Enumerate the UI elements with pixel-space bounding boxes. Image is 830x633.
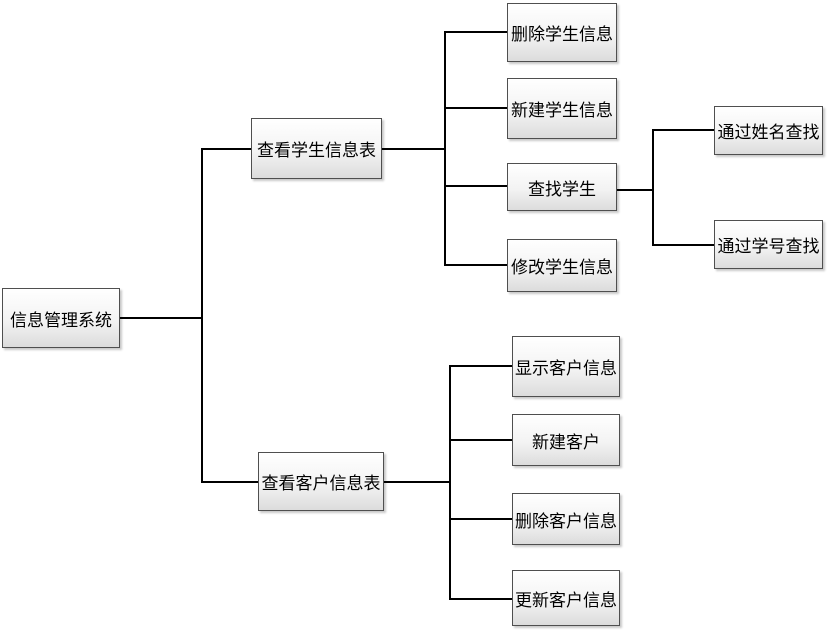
node-find-by-id: 通过学号查找 [714,220,823,269]
node-edit-student: 修改学生信息 [507,239,617,292]
node-delete-customer: 删除客户信息 [512,493,620,545]
node-new-student: 新建学生信息 [507,78,617,139]
node-new-customer: 新建客户 [512,414,620,466]
node-find-student: 查找学生 [507,163,617,211]
node-find-by-name: 通过姓名查找 [714,106,823,155]
node-show-customer: 显示客户信息 [512,336,620,397]
node-delete-student: 删除学生信息 [507,3,617,62]
node-customer-table: 查看客户信息表 [258,452,384,511]
node-update-customer: 更新客户信息 [512,570,620,626]
node-root: 信息管理系统 [2,288,120,348]
node-student-table: 查看学生信息表 [251,118,382,179]
